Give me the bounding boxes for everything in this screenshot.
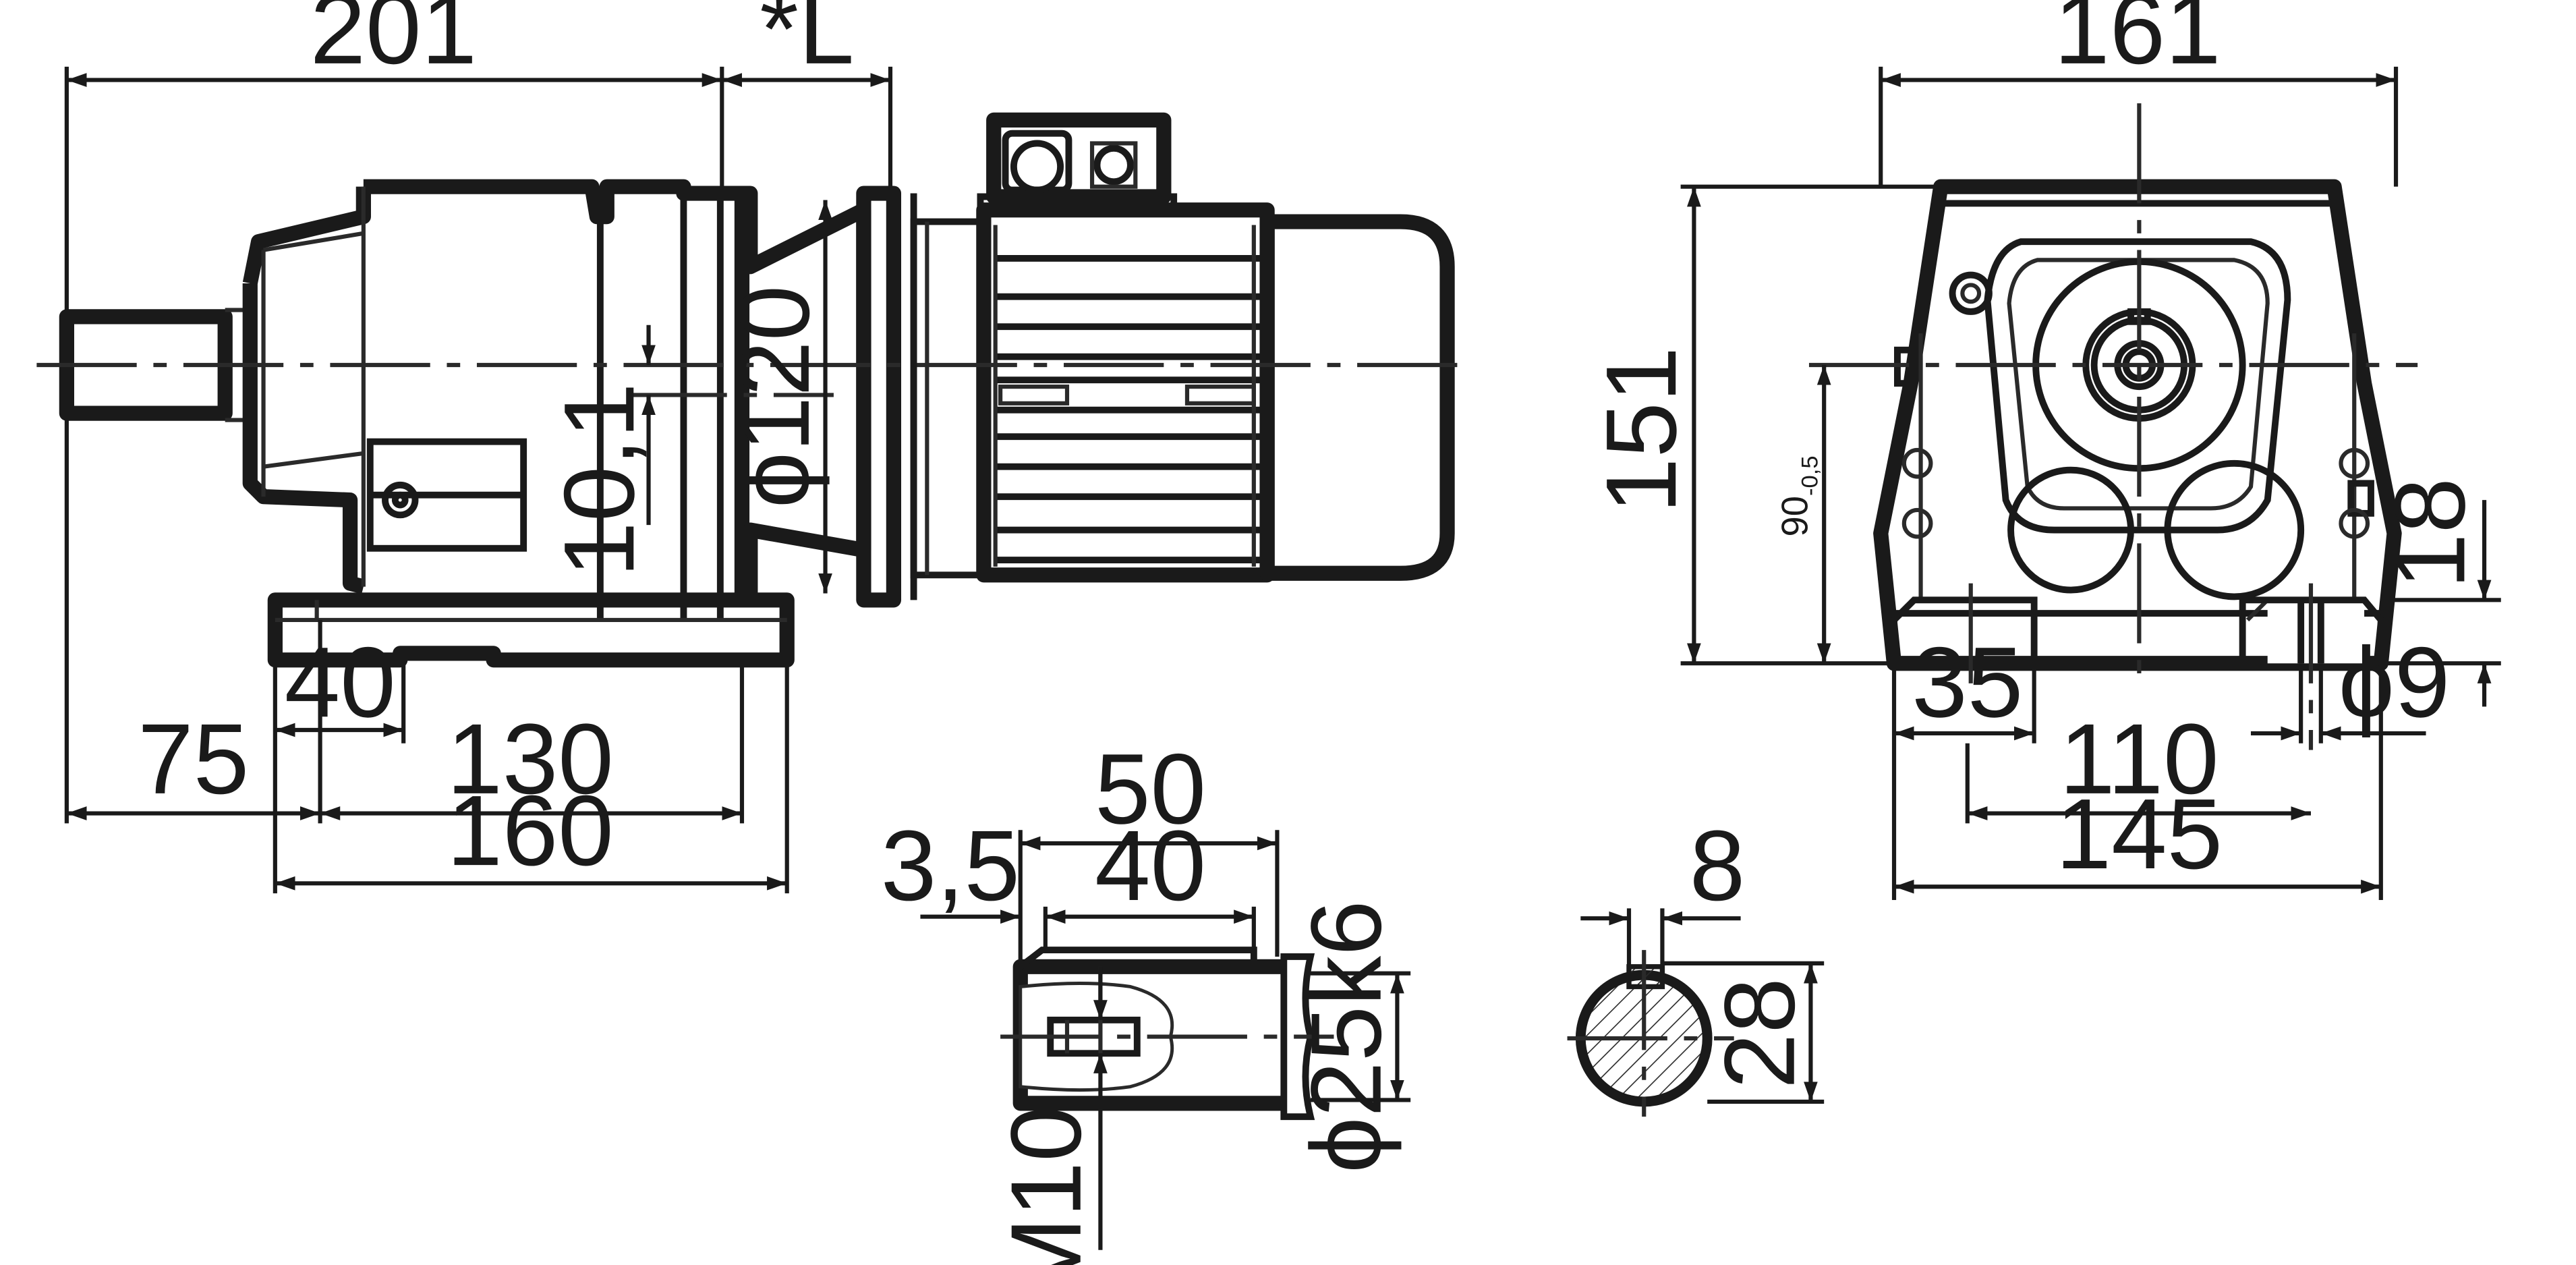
dim-shaft-height: 90-0,5 — [1774, 455, 1823, 536]
dim-total-height: 151 — [1586, 347, 1697, 513]
shaft-section-view — [1567, 950, 1734, 1117]
dim-key-length: 40 — [1095, 810, 1206, 922]
dim-shaft-offset: 10,1 — [544, 383, 655, 577]
side-view — [36, 112, 1468, 668]
dim-thread: M10 — [991, 1106, 1102, 1265]
cooling-fins — [995, 254, 1261, 563]
motor-body — [976, 202, 1275, 583]
side-view-dimensions: 201 *L ϕ120 10,1 40 75 130 160 — [64, 0, 893, 894]
lower-lug-right — [2164, 459, 2305, 600]
dim-foot-length: 160 — [447, 775, 613, 887]
shaft-section-dimensions: 8 28 — [1580, 810, 1825, 1104]
dim-flange-diameter: ϕ120 — [719, 285, 830, 508]
lower-lug-left — [2007, 466, 2134, 594]
dim-foot-width: 145 — [2056, 779, 2223, 890]
shaft-detail-view — [1000, 947, 1334, 1121]
fan-cover — [1259, 214, 1455, 581]
dim-width-top: 161 — [2054, 0, 2221, 85]
dim-foot-hole-spacing: 130 — [447, 704, 613, 815]
dim-shaft-diameter: ϕ25k6 — [1291, 900, 1402, 1173]
gear-housing-end — [242, 186, 371, 594]
gear-cover — [1984, 238, 2291, 534]
shaft-detail-dimensions: 50 40 3,5 ϕ25k6 M10 — [881, 733, 1411, 1265]
dim-shaft-length: 50 — [1095, 733, 1206, 845]
front-view — [1808, 103, 2418, 750]
motor-flange — [856, 186, 902, 608]
dim-hole-diameter: ϕ9 — [2339, 627, 2451, 738]
dim-foot-edge: 35 — [1912, 627, 2023, 738]
dim-key-width: 8 — [1690, 810, 1745, 922]
dim-shaft-extension: 75 — [138, 704, 249, 815]
dim-foot-thickness: 18 — [2374, 478, 2486, 589]
dim-key-height: 28 — [1705, 978, 1816, 1089]
dim-front-foot-hole-spacing: 110 — [2059, 704, 2219, 815]
motor-adapter-ring — [910, 218, 988, 579]
dim-foot-slot: 40 — [285, 627, 396, 738]
front-view-dimensions: 161 151 90-0,5 18 35 ϕ9 110 145 — [1586, 0, 2501, 900]
dim-shoulder: 3,5 — [881, 810, 1020, 922]
dim-overall-length: 201 — [310, 0, 477, 85]
output-shaft — [59, 309, 233, 421]
dim-motor-length: *L — [760, 0, 854, 85]
